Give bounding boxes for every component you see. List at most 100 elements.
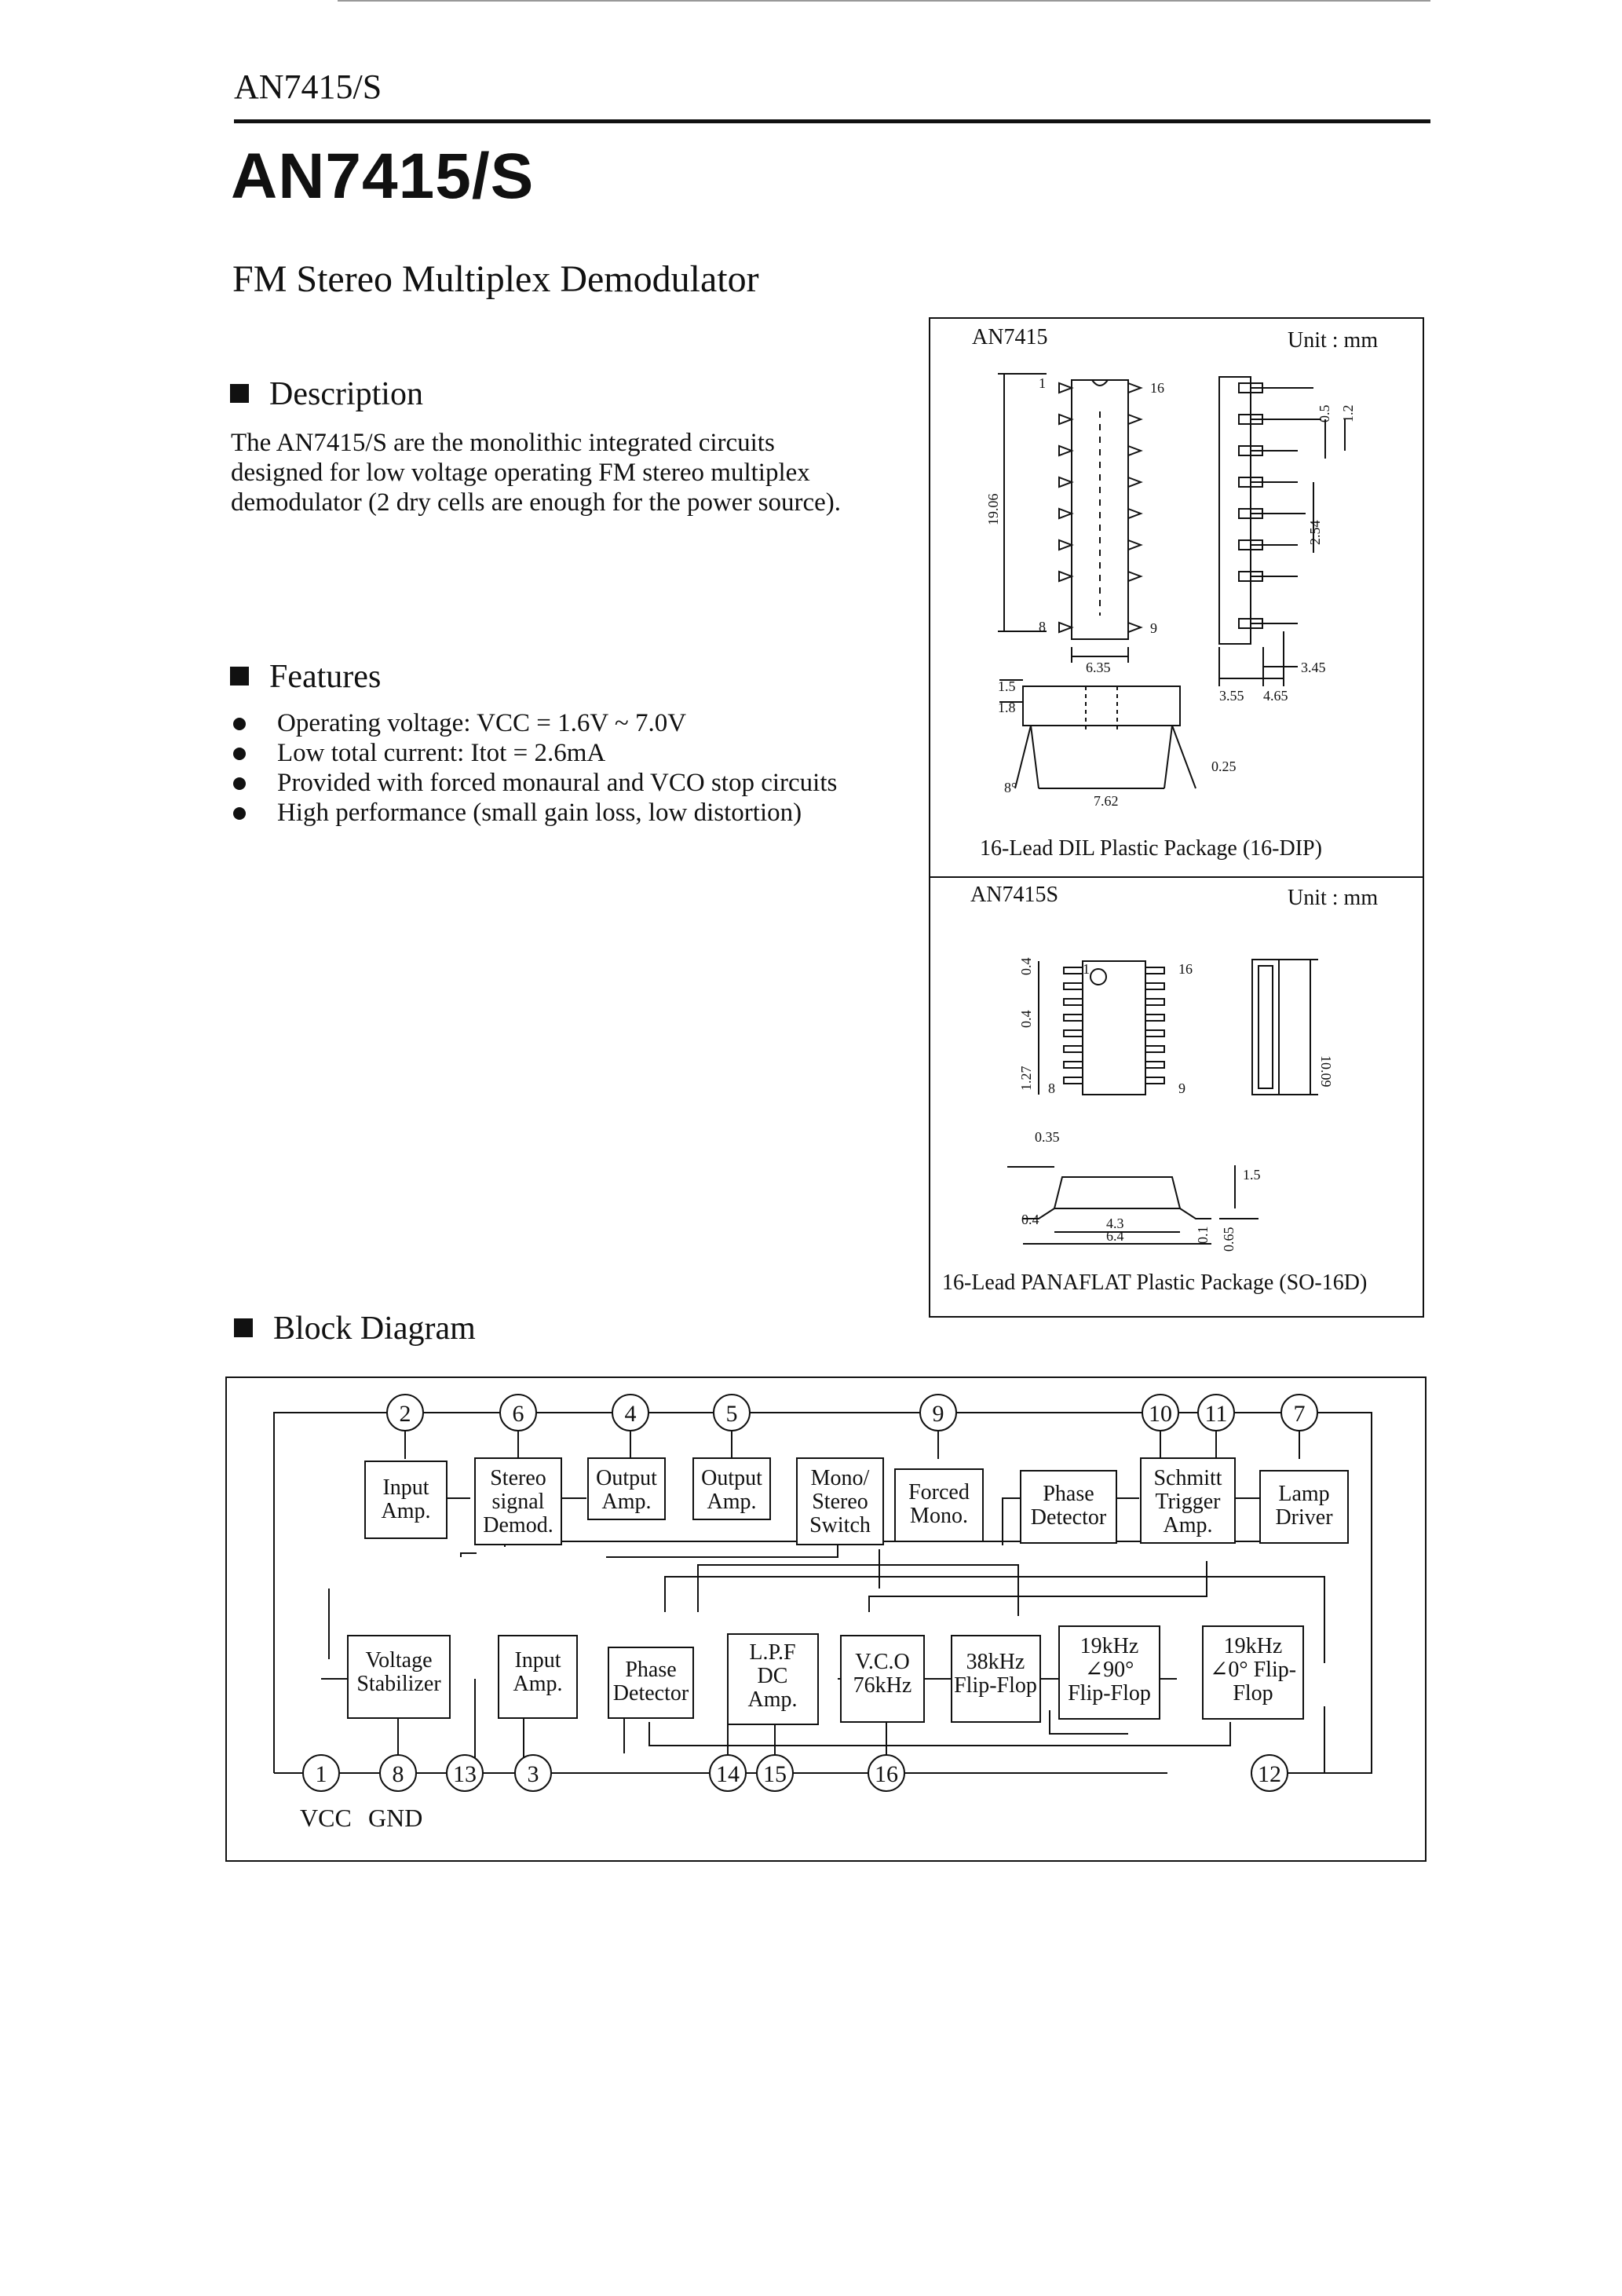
pin-circle	[499, 1394, 537, 1431]
block-text: Voltage	[365, 1648, 432, 1673]
so-dim: 0.35	[1035, 1129, 1060, 1145]
dip-pin-8: 8	[1039, 619, 1046, 634]
pin-circle	[1280, 1394, 1318, 1431]
pin-label: 5	[726, 1401, 738, 1427]
so-dim: 0.4	[1021, 1212, 1039, 1227]
so-dim: 1.5	[1243, 1167, 1261, 1183]
block-text: Detector	[1031, 1505, 1107, 1530]
block-forced-mono	[894, 1468, 984, 1542]
pin-circle	[379, 1754, 417, 1792]
block-text: Stereo	[490, 1466, 546, 1490]
top-blocks	[364, 1457, 1349, 1545]
pin-label: 16	[875, 1761, 898, 1787]
dip-dim: 3.45	[1301, 660, 1326, 675]
block-input-amp-bottom	[498, 1635, 578, 1719]
so-dim: 0.4	[1018, 1011, 1034, 1029]
block-19khz-0-flip-flop	[1202, 1625, 1304, 1720]
dip-package-name: AN7415	[972, 325, 1048, 349]
description-text: The AN7415/S are the monolithic integrat…	[231, 428, 843, 517]
pin-circle	[1197, 1394, 1235, 1431]
dip-dim: 3.55	[1219, 688, 1244, 704]
pin-label: 15	[763, 1761, 787, 1787]
so-caption: 16-Lead PANAFLAT Plastic Package (SO-16D…	[942, 1270, 1368, 1295]
section-bullet-icon	[234, 1318, 253, 1337]
block-text: Amp.	[1164, 1513, 1213, 1537]
so-pin-8: 8	[1048, 1080, 1055, 1096]
pin-label: 8	[393, 1761, 404, 1787]
pin-label: 4	[625, 1401, 637, 1427]
block-schmitt-trigger-amp	[1140, 1457, 1236, 1544]
feature-item: Operating voltage: VCC = 1.6V ~ 7.0V	[233, 708, 901, 738]
block-text: Output	[701, 1466, 762, 1490]
dip-dim: 7.62	[1094, 793, 1119, 809]
page-title: AN7415/S	[231, 141, 535, 212]
block-diagram-frame	[225, 1377, 1427, 1862]
bottom-blocks	[347, 1625, 1304, 1725]
pin-circle	[709, 1754, 747, 1792]
features-list: Operating voltage: VCC = 1.6V ~ 7.0V Low…	[233, 708, 901, 828]
pin-label: 12	[1258, 1761, 1281, 1787]
block-text: Amp.	[513, 1672, 563, 1696]
so-side-body	[1251, 959, 1280, 1095]
package-drawings: 1 16 8 9 19.06 6.35 0.5 1.2 2.54 3.45 3.…	[985, 373, 1356, 1252]
pin-label: 9	[933, 1401, 944, 1427]
so-dim: 0.1	[1195, 1227, 1211, 1245]
dip-dim: 0.5	[1317, 405, 1332, 423]
block-text: signal	[492, 1490, 545, 1514]
block-text: Detector	[613, 1681, 689, 1706]
dip-dim: 1.8	[998, 700, 1016, 715]
block-input-amp	[364, 1461, 448, 1539]
dip-caption: 16-Lead DIL Plastic Package (16-DIP)	[980, 836, 1322, 861]
block-38khz-flip-flop	[951, 1635, 1041, 1723]
block-phase-detector-top	[1020, 1470, 1117, 1544]
block-text: Forced	[908, 1480, 970, 1504]
so-top-body	[1082, 960, 1146, 1095]
pin-circle	[302, 1754, 340, 1792]
block-text: Driver	[1275, 1505, 1333, 1530]
block-output-amp-2	[692, 1457, 771, 1520]
block-text: L.P.F	[749, 1640, 795, 1665]
feature-item: Low total current: Itot = 2.6mA	[233, 738, 901, 768]
pin-circle	[919, 1394, 957, 1431]
header-part-code: AN7415/S	[234, 68, 382, 106]
top-rule	[338, 0, 1430, 2]
dip-dim: 19.06	[985, 494, 1001, 526]
block-text: Demod.	[483, 1513, 553, 1537]
dip-dim: 6.35	[1086, 660, 1111, 675]
pin-circle	[1251, 1754, 1288, 1792]
block-text: Schmitt	[1153, 1466, 1222, 1490]
pin-label: 14	[716, 1761, 740, 1787]
block-text: ∠90°	[1085, 1658, 1134, 1682]
block-text: Stabilizer	[356, 1672, 441, 1696]
block-vco-76khz	[840, 1635, 925, 1723]
top-pins: 2 6 4 5 9 10 11 7	[386, 1394, 1318, 1431]
so-dim: 0.4	[1018, 958, 1034, 976]
block-text: 19kHz	[1224, 1634, 1283, 1658]
header-rule	[234, 119, 1430, 123]
pin-label: 7	[1294, 1401, 1306, 1427]
pin-label: 1	[316, 1761, 327, 1787]
so-pin-1: 1	[1083, 961, 1090, 977]
so-front-body	[1053, 1176, 1182, 1209]
block-stereo-signal-demod	[474, 1457, 562, 1545]
so-package-name: AN7415S	[970, 883, 1059, 907]
package-box	[929, 317, 1424, 1318]
dip-dim: 8°	[1004, 780, 1017, 795]
pin-label: 11	[1205, 1401, 1228, 1427]
vcc-label: VCC	[300, 1804, 352, 1832]
section-bullet-icon	[230, 667, 249, 686]
pin-circle	[868, 1754, 905, 1792]
dip-pin-16: 16	[1150, 380, 1164, 396]
dip-front-body	[1022, 686, 1181, 726]
block-lamp-driver	[1259, 1470, 1349, 1544]
block-voltage-stabilizer	[347, 1635, 451, 1719]
feature-item: High performance (small gain loss, low d…	[233, 798, 901, 828]
so-unit: Unit : mm	[1288, 886, 1379, 910]
block-text: 19kHz	[1080, 1634, 1139, 1658]
block-text: V.C.O	[855, 1650, 910, 1674]
dip-pin-9: 9	[1150, 620, 1157, 636]
block-text: ∠0° Flip-	[1210, 1658, 1296, 1682]
description-line: designed for low voltage operating FM st…	[231, 459, 810, 487]
so-dim: 6.4	[1106, 1228, 1124, 1244]
so-pin-9: 9	[1178, 1080, 1185, 1096]
